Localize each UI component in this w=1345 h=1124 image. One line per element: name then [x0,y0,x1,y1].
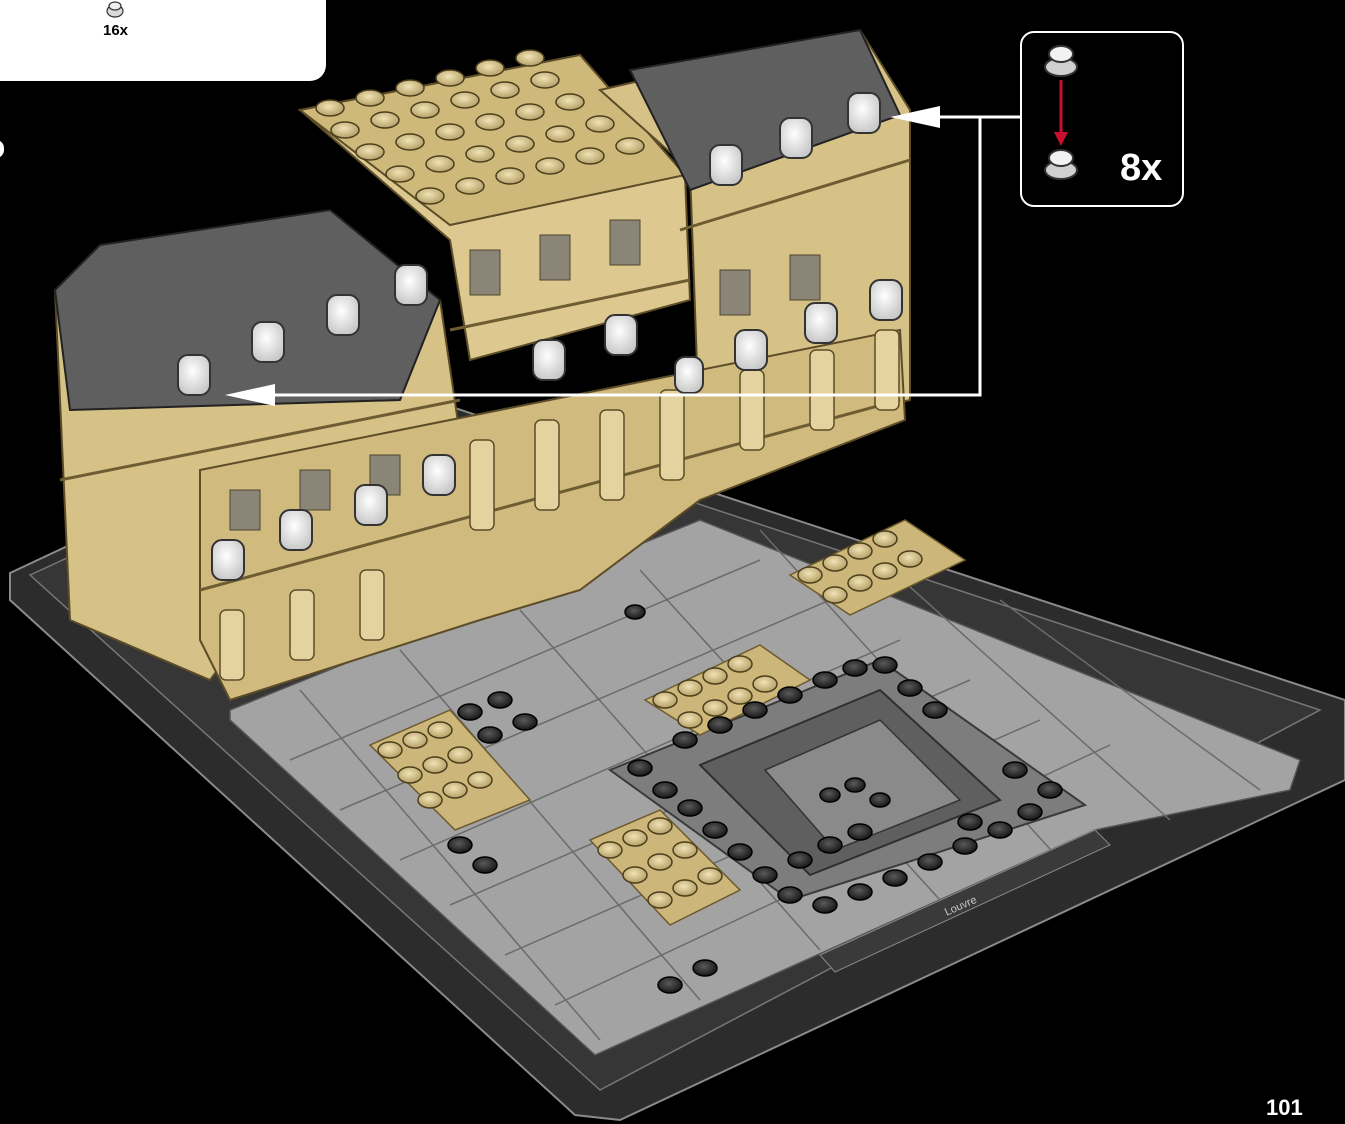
parts-count-label: 16x [103,22,128,39]
page-number: 101 [1266,1095,1303,1121]
sub-step-count-label: 8x [1120,147,1162,190]
round-plate-stack-icon [105,0,125,20]
round-plate-stack-icon [1045,150,1077,179]
round-plate-stack-icon [1045,44,1077,78]
sub-step-diagram [1030,40,1110,190]
red-down-arrow-icon [1054,80,1068,146]
parts-list-callout [0,0,326,81]
